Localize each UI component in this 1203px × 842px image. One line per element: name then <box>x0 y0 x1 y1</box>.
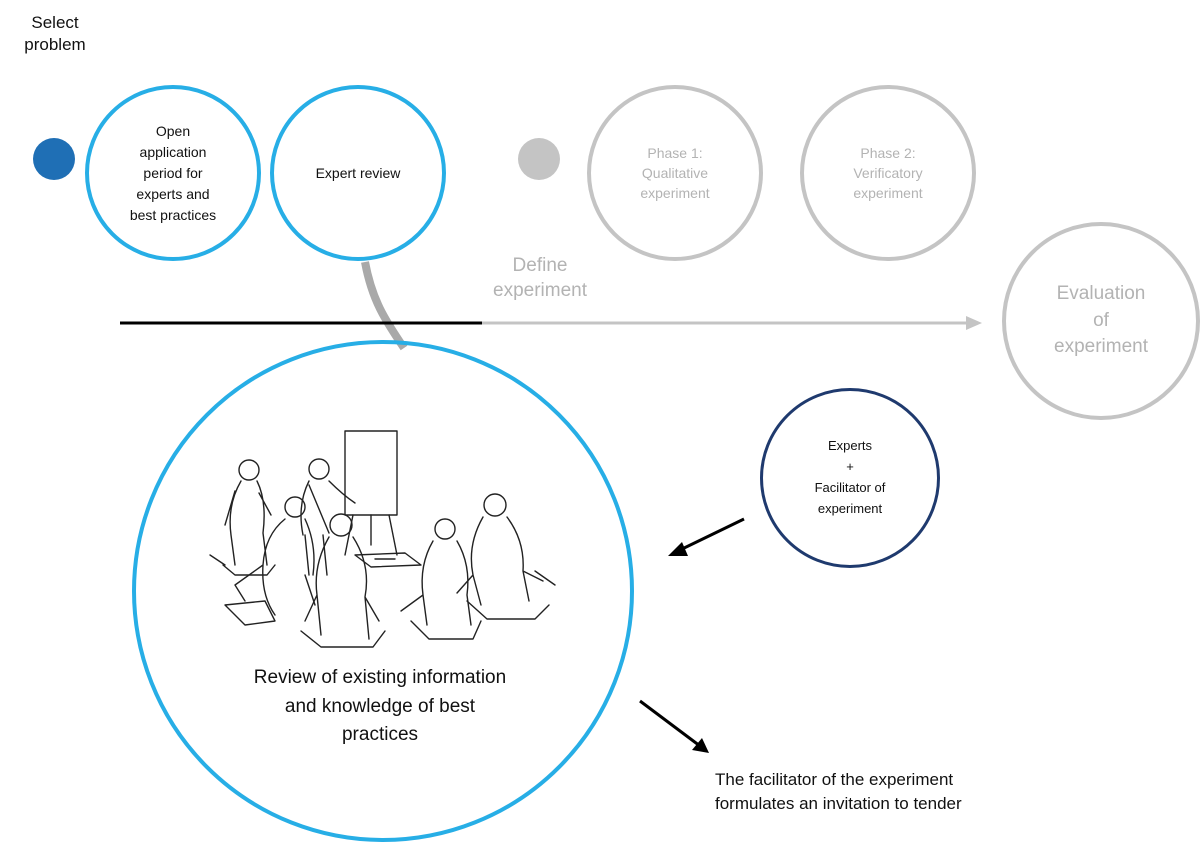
expert-review-circle: Expert review <box>270 85 446 261</box>
select-problem-label: Select problem <box>24 13 86 55</box>
experts-facilitator-label: Experts + Facilitator of experiment <box>814 438 886 516</box>
review-caption: Review of existing information and knowl… <box>253 667 507 745</box>
experts-arrowhead-icon <box>668 542 688 556</box>
review-to-note-arrow <box>639 699 701 748</box>
define-experiment-dot <box>518 138 560 180</box>
evaluation-label: Evaluation of experiment <box>1054 283 1148 358</box>
expert-review-connector <box>361 261 408 351</box>
note-arrowhead-icon <box>692 738 709 753</box>
define-experiment-label: Define experiment <box>493 255 587 301</box>
open-application-circle: Open application period for experts and … <box>85 85 261 261</box>
phase2-circle: Phase 2: Verificatory experiment <box>800 85 976 261</box>
expert-review-label: Expert review <box>315 165 401 181</box>
start-dot <box>33 138 75 180</box>
phase1-circle: Phase 1: Qualitative experiment <box>587 85 763 261</box>
evaluation-circle: Evaluation of experiment <box>1002 222 1200 420</box>
experts-to-review-arrow <box>679 517 745 552</box>
facilitator-note: The facilitator of the experiment formul… <box>715 770 962 813</box>
phase1-label: Phase 1: Qualitative experiment <box>640 144 710 202</box>
phase2-label: Phase 2: Verificatory experiment <box>853 144 923 202</box>
open-application-label: Open application period for experts and … <box>129 122 217 223</box>
group-meeting-sketch-icon <box>209 430 556 648</box>
timeline-arrowhead-icon <box>966 316 982 330</box>
experts-facilitator-circle: Experts + Facilitator of experiment <box>760 388 940 568</box>
